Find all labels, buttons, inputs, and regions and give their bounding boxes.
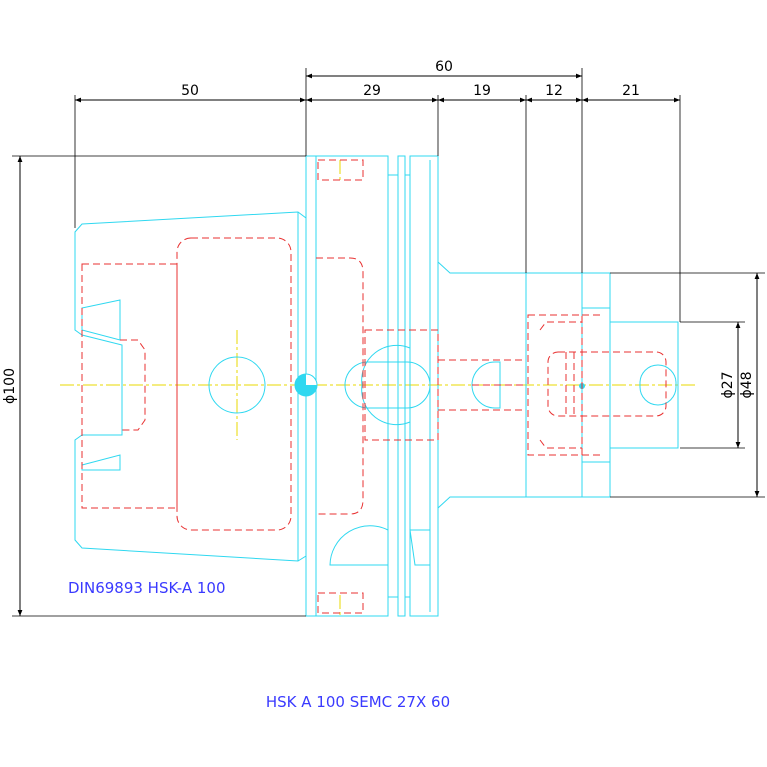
dim-19: 19 — [473, 83, 491, 99]
hidden-lines — [81, 159, 667, 614]
drive-key-marker — [294, 373, 318, 397]
dimension-lines — [12, 68, 765, 617]
dim-diameter-48: ϕ48 — [739, 371, 755, 398]
part-name-label: HSK A 100 SEMC 27X 60 — [266, 693, 450, 711]
dimension-texts: 60 50 29 19 12 21 ϕ100 ϕ27 ϕ48 — [2, 59, 755, 404]
dim-diameter-27: ϕ27 — [720, 371, 736, 398]
dim-50: 50 — [181, 83, 199, 99]
dim-overall-length: 60 — [435, 59, 453, 75]
dim-29: 29 — [363, 83, 381, 99]
flange-outline — [305, 155, 439, 617]
center-lines — [60, 160, 695, 616]
standard-label: DIN69893 HSK-A 100 — [68, 579, 226, 597]
dim-diameter-100: ϕ100 — [2, 368, 18, 404]
dim-21: 21 — [622, 83, 640, 99]
dim-12: 12 — [545, 83, 563, 99]
